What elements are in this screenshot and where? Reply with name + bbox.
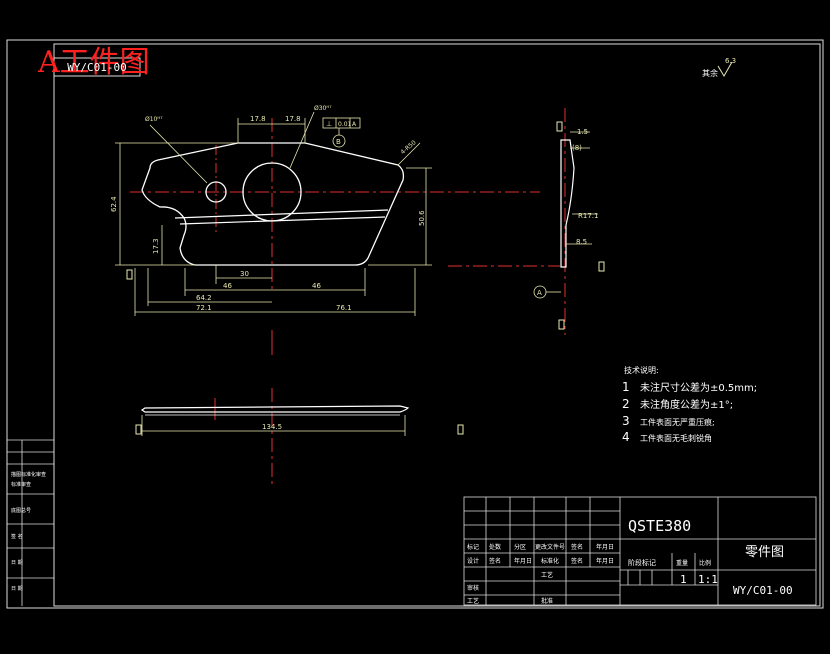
hole-large [242,162,302,222]
side-marker-bottom [558,319,565,330]
bottom-marker-right [457,424,464,435]
strip-label: 日 期 [11,586,23,592]
tb-cell: 标准化 [541,557,559,565]
scale-label: 比例 [699,559,711,567]
side-view: 1.5 (8) R17.1 8.5 A [533,108,605,335]
note-text: 工件表面无严重压痕; [640,417,715,427]
note-text: 未注角度公差为±1°; [640,398,733,411]
tolerance-value: 0.01 [338,121,352,128]
dim-height-notch: 17.3 [152,238,160,254]
dim-w46a: 46 [223,282,232,290]
dim-t15: 1.5 [577,128,588,136]
side-profile [560,139,575,268]
tb-cell: 审核 [467,584,479,592]
tb-cell: 签名 [571,557,583,565]
dim-w76: 76.1 [336,304,352,312]
stamp-code: WY/C01-00 [67,61,127,74]
hole-small [205,181,227,203]
dim-height-left: 62.4 [110,196,118,212]
technical-notes: 技术说明: 1 未注尺寸公差为±0.5mm; 2 未注角度公差为±1°; 3 工… [622,365,757,444]
dim-hole-small: Ø10ᴴ⁷ [145,116,163,123]
tb-cell: 设计 [467,557,479,565]
tb-cell: 年月日 [514,557,532,565]
dim-top-right: 17.8 [285,115,301,123]
notes-title: 技术说明: [624,365,659,375]
tb-cell: 批准 [541,597,553,605]
stamp-box: A工件图 WY/C01-00 [37,45,150,80]
tb-cell: 标记 [467,543,479,551]
dim-length: 134.5 [262,423,282,431]
side-marker-top [556,121,563,132]
note-number: 1 [622,380,630,394]
strip-label: 日 期 [11,560,23,566]
roughness-symbol: 其余 6.3 [702,57,736,78]
tb-cell: 签名 [571,543,583,551]
tb-cell: 年月日 [596,557,614,565]
bend-line-2 [179,216,386,225]
dim-height-right: 50.6 [418,210,426,226]
material: QSTE380 [628,517,691,535]
scale-value: 1:1 [698,573,718,586]
dim-hole-large: Ø30ᴴ⁷ [314,105,332,112]
part-name: 零件图 [745,545,784,560]
tb-cell: 工艺 [467,597,479,605]
tb-cell: 工艺 [541,571,553,579]
note-text: 未注尺寸公差为±0.5mm; [640,381,757,394]
dim-w46b: 46 [312,282,321,290]
strip-label: 描图标准化审查 [11,471,46,478]
bend-line-1 [174,209,389,219]
dim-w72: 72.1 [196,304,212,312]
bottom-view: 134.5 [135,388,464,486]
inner-frame [53,43,821,607]
strip-label: 签 名 [11,533,23,540]
note-text: 工件表面无毛刺锐角 [640,433,712,443]
title-block-grid [463,496,817,606]
tb-cell: 分区 [514,543,526,551]
bottom-marker-left [135,424,142,435]
quantity: 1 [680,573,687,586]
left-strip-table [7,439,54,606]
note-number: 3 [622,414,630,428]
strip-label: 底图总号 [11,507,31,514]
side-marker-right [598,261,605,272]
roughness-label: 其余 [702,68,718,78]
tb-cell: 更改文件号 [535,543,565,551]
tb-cell: 处数 [489,543,501,551]
weight-label: 重量 [676,559,688,567]
roughness-value: 6.3 [725,57,736,65]
tb-cell: 签名 [489,557,501,565]
strip-label: 标准审查 [11,481,31,488]
dim-w30: 30 [240,270,249,278]
bottom-profile [140,405,410,413]
marker-left [126,269,133,280]
front-view: 17.8 17.8 Ø10ᴴ⁷ Ø30ᴴ⁷ ⊥ 0.01 A B 4-R50 6… [110,105,560,355]
outer-frame [6,39,824,609]
dim-r8: 8.5 [576,238,587,246]
stamp-title: A工件图 [37,45,150,80]
note-number: 4 [622,430,630,444]
dim-w64: 64.2 [196,294,212,302]
stage-label: 阶段标记 [628,558,656,567]
datum-b: B [336,138,341,146]
drawing-number: WY/C01-00 [733,584,793,597]
tolerance-symbol: ⊥ [326,120,332,128]
datum-a: A [537,289,542,297]
note-number: 2 [622,397,630,411]
dim-t8: (8) [572,144,582,152]
tb-cell: 年月日 [596,543,614,551]
dim-top-left: 17.8 [250,115,266,123]
tolerance-datum: A [352,121,357,128]
dim-r17: R17.1 [578,212,598,220]
part-outline [141,142,405,266]
